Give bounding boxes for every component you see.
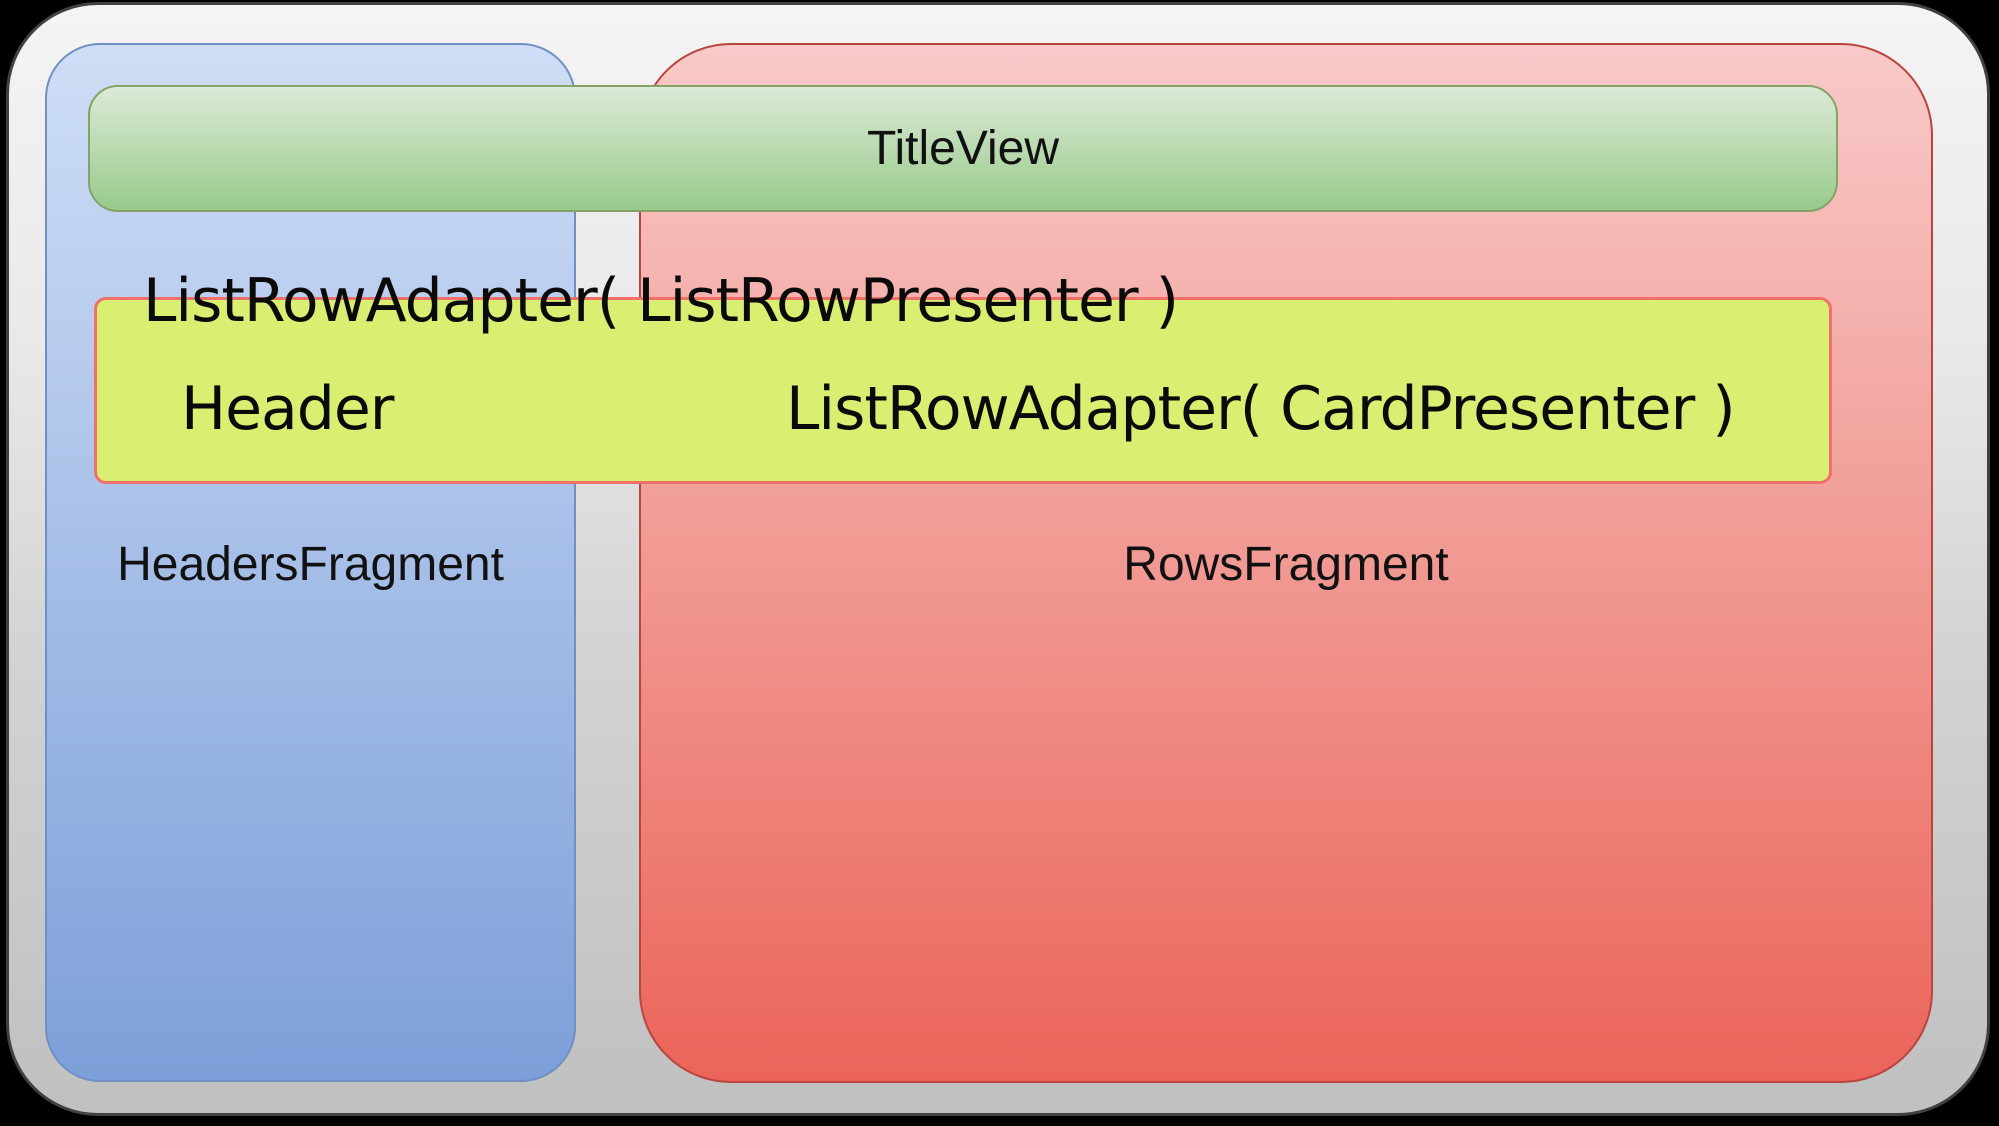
title-view-label: TitleView bbox=[866, 121, 1060, 175]
headers-fragment-label: HeadersFragment bbox=[117, 538, 504, 591]
title-view-bar: TitleView bbox=[88, 85, 1838, 212]
list-row-adapter-list-row-presenter-label: ListRowAdapter( ListRowPresenter ) bbox=[143, 266, 1179, 336]
rows-fragment-label: RowsFragment bbox=[1123, 538, 1449, 591]
header-cell-label: Header bbox=[181, 374, 394, 444]
list-row-adapter-card-presenter-label: ListRowAdapter( CardPresenter ) bbox=[786, 374, 1736, 444]
list-row-bar bbox=[94, 297, 1832, 484]
rows-fragment-box bbox=[639, 43, 1933, 1083]
headers-fragment-box bbox=[45, 43, 576, 1082]
